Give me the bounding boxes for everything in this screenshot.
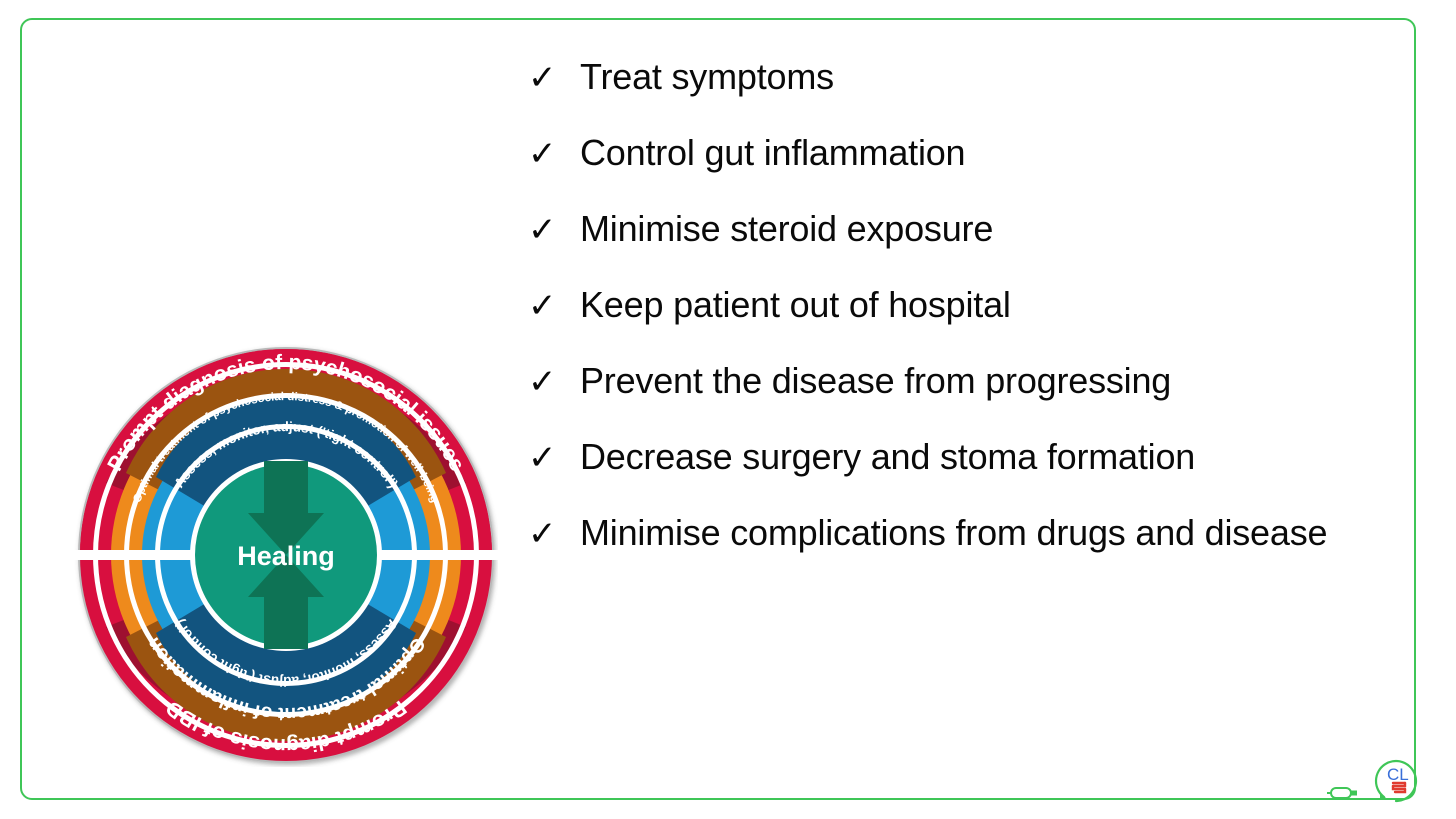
list-item-label: Minimise steroid exposure (580, 208, 994, 249)
list-item-label: Control gut inflammation (580, 132, 966, 173)
check-icon: ✓ (528, 438, 557, 478)
check-icon: ✓ (528, 286, 557, 326)
list-item: ✓ Control gut inflammation (528, 134, 1428, 210)
check-icon: ✓ (528, 58, 557, 98)
check-icon: ✓ (528, 210, 557, 250)
converging-arrows-icon (248, 461, 324, 649)
treatment-goals-list: ✓ Treat symptoms ✓ Control gut inflammat… (528, 58, 1428, 590)
green-pill-marker-icon (1327, 785, 1363, 801)
list-item: ✓ Keep patient out of hospital (528, 286, 1428, 362)
list-item-label: Keep patient out of hospital (580, 284, 1011, 325)
list-item-label: Minimise complications from drugs and di… (580, 512, 1328, 553)
core-circle-healing: Healing (190, 459, 382, 651)
ibd-treatment-wheel-diagram: Healing Prompt diagnosis of psychosocial… (74, 343, 498, 767)
check-icon: ✓ (528, 514, 557, 554)
list-item: ✓ Decrease surgery and stoma formation (528, 438, 1428, 514)
list-item: ✓ Treat symptoms (528, 58, 1428, 134)
list-item: ✓ Prevent the disease from progressing (528, 362, 1428, 438)
cl-logo: CL (1370, 753, 1422, 805)
list-item-label: Decrease surgery and stoma formation (580, 436, 1196, 477)
list-item-label: Prevent the disease from progressing (580, 360, 1172, 401)
check-icon: ✓ (528, 134, 557, 174)
list-item: ✓ Minimise complications from drugs and … (528, 514, 1428, 590)
list-item-label: Treat symptoms (580, 56, 834, 97)
list-item: ✓ Minimise steroid exposure (528, 210, 1428, 286)
check-icon: ✓ (528, 362, 557, 402)
logo-monogram: CL (1387, 765, 1409, 784)
core-label: Healing (237, 541, 335, 571)
